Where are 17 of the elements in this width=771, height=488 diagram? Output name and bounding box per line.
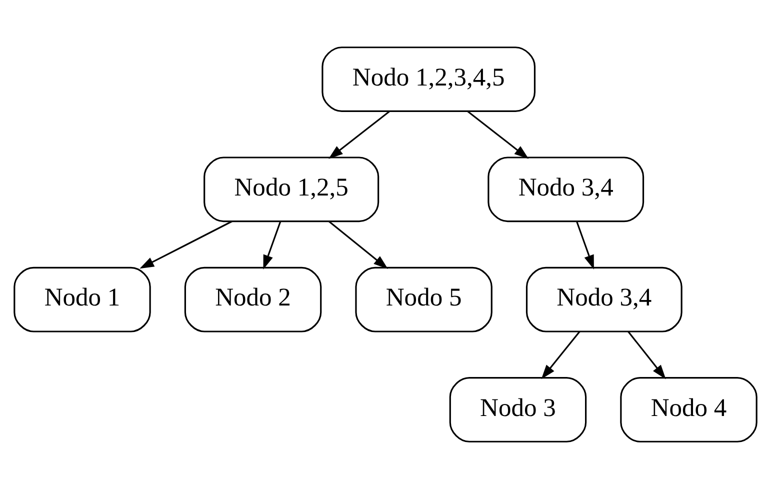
node-box: Nodo 2: [184, 266, 322, 332]
node-box: Nodo 4: [620, 376, 758, 442]
node-box: Nodo 5: [355, 266, 492, 332]
node-box: Nodo 1,2,5: [204, 156, 380, 222]
arrow: [263, 220, 282, 269]
arrow: [328, 220, 388, 269]
arrow: [576, 220, 594, 269]
arrow: [541, 330, 580, 379]
node-box: Nodo 3: [449, 376, 587, 442]
node-box: Nodo 1: [14, 266, 151, 332]
arrow: [140, 220, 232, 268]
arrow: [328, 110, 390, 158]
node-box: Nodo 1,2,3,4,5: [322, 46, 536, 112]
node-box: Nodo 3,4: [488, 156, 644, 222]
arrow: [467, 110, 529, 158]
arrow: [628, 330, 666, 379]
node-box: Nodo 3,4: [526, 266, 682, 332]
